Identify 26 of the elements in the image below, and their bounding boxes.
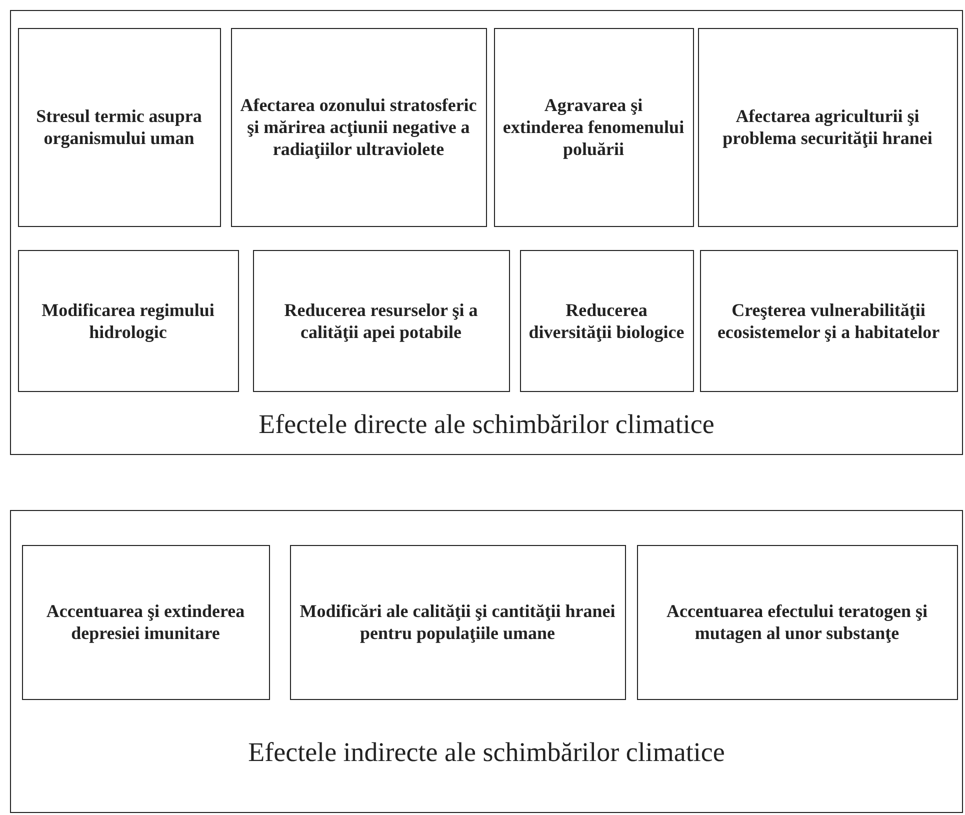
- effect-text: Stresul termic asupra organismului uman: [35, 105, 203, 149]
- effect-text: Modificări ale calităţii şi cantităţii hranei pentru populaţiile umane: [298, 600, 616, 644]
- effect-box: [494, 28, 694, 226]
- group-panel: [10, 10, 963, 455]
- effect-box: [18, 28, 220, 226]
- effect-box: [252, 250, 510, 392]
- group-panel: [10, 510, 963, 813]
- group-heading: Efectele indirecte ale schimbărilor climatice: [248, 737, 725, 768]
- effect-text: Agravarea şi extinderea fenomenului poluării: [502, 94, 686, 160]
- effect-text: Accentuarea efectului teratogen şi mutagen al unor substanţe: [665, 600, 929, 644]
- effect-text: Afectarea ozonului stratosferic şi mărirea acţiunii negative a radiaţiilor ultraviolete: [239, 94, 478, 160]
- effect-text: Reducerea diversităţii biologice: [528, 298, 686, 342]
- effect-box: [636, 544, 958, 700]
- group-heading: Efectele directe ale schimbărilor climatice: [258, 409, 714, 440]
- effect-box: [700, 250, 958, 392]
- effect-text: Creşterea vulnerabilităţii ecosistemelor şi a habitatelor: [716, 298, 941, 342]
- effect-box: [18, 250, 238, 392]
- effect-box: [230, 28, 486, 226]
- effect-text: Modificarea regimului hidrologic: [40, 298, 216, 342]
- effect-text: Afectarea agriculturii şi problema securităţii hranei: [722, 105, 934, 149]
- effect-box: [520, 250, 694, 392]
- effect-box: [290, 544, 626, 700]
- effect-box: [698, 28, 958, 226]
- effect-text: Reducerea resurselor şi a calităţii apei potabile: [283, 298, 479, 342]
- effect-box: [22, 544, 270, 700]
- effect-text: Accentuarea şi extinderea depresiei imunitare: [45, 600, 246, 644]
